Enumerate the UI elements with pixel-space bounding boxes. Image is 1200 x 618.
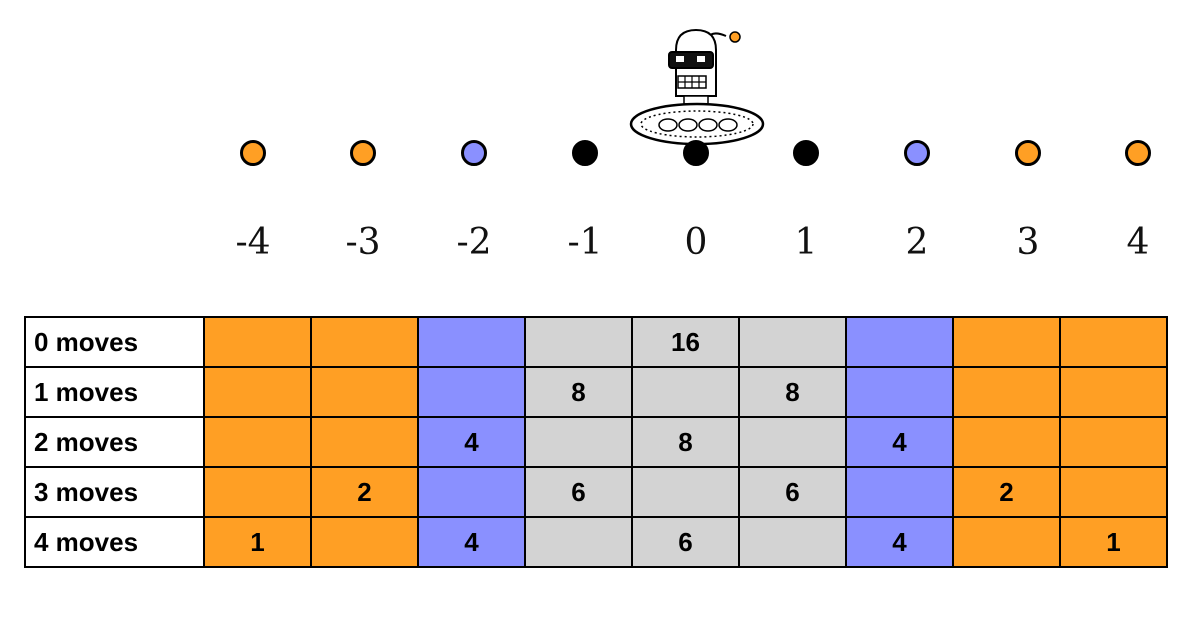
- count-cell: 1: [1059, 516, 1168, 568]
- position-label-2: 2: [905, 222, 929, 263]
- position-label-1: 1: [794, 222, 818, 263]
- count-cell: [1059, 366, 1168, 418]
- position-dot--3: [350, 140, 376, 166]
- count-cell: 8: [738, 366, 847, 418]
- count-cell: [310, 316, 419, 368]
- count-cell: [310, 516, 419, 568]
- count-cell: [631, 366, 740, 418]
- count-cell: [1059, 466, 1168, 518]
- position-dot-3: [1015, 140, 1041, 166]
- count-cell: 4: [845, 416, 954, 468]
- count-cell: [524, 416, 633, 468]
- table-row: 3 moves 2 6 6 2: [24, 466, 1168, 518]
- position-dot-4: [1125, 140, 1151, 166]
- count-cell: [310, 366, 419, 418]
- position-label--3: -3: [345, 222, 381, 263]
- row-label: 4 moves: [24, 516, 205, 568]
- position-label-3: 3: [1016, 222, 1040, 263]
- count-cell: 2: [310, 466, 419, 518]
- count-cell: [524, 516, 633, 568]
- row-label: 3 moves: [24, 466, 205, 518]
- count-cell: [738, 516, 847, 568]
- position-dot--2: [461, 140, 487, 166]
- count-cell: [952, 516, 1061, 568]
- count-cell: [1059, 416, 1168, 468]
- count-cell: 8: [524, 366, 633, 418]
- count-cell: 4: [417, 516, 526, 568]
- position-dot-1: [793, 140, 819, 166]
- position-label-4: 4: [1126, 222, 1150, 263]
- count-cell: [631, 466, 740, 518]
- count-cell: [738, 416, 847, 468]
- count-cell: 1: [203, 516, 312, 568]
- count-cell: 4: [845, 516, 954, 568]
- row-label: 2 moves: [24, 416, 205, 468]
- table-row: 0 moves 16: [24, 316, 1168, 368]
- count-cell: [417, 366, 526, 418]
- position-dot-0: [683, 140, 709, 166]
- count-cell: 2: [952, 466, 1061, 518]
- row-label: 0 moves: [24, 316, 205, 368]
- position-dot--1: [572, 140, 598, 166]
- position-dot--4: [240, 140, 266, 166]
- count-cell: [310, 416, 419, 468]
- position-dot-2: [904, 140, 930, 166]
- count-cell: [952, 316, 1061, 368]
- count-cell: [203, 416, 312, 468]
- count-cell: [203, 466, 312, 518]
- count-cell: [952, 416, 1061, 468]
- count-cell: 6: [738, 466, 847, 518]
- count-cell: 16: [631, 316, 740, 368]
- position-label--1: -1: [567, 222, 603, 263]
- count-cell: [524, 316, 633, 368]
- count-cell: [952, 366, 1061, 418]
- count-cell: [1059, 316, 1168, 368]
- count-cell: [845, 466, 954, 518]
- count-cell: [738, 316, 847, 368]
- row-label: 1 moves: [24, 366, 205, 418]
- table-row: 1 moves 8 8: [24, 366, 1168, 418]
- position-label-0: 0: [684, 222, 708, 263]
- count-cell: [417, 466, 526, 518]
- count-cell: [845, 316, 954, 368]
- count-cell: 6: [631, 516, 740, 568]
- position-label--4: -4: [235, 222, 271, 263]
- count-cell: [417, 316, 526, 368]
- count-cell: [203, 316, 312, 368]
- count-cell: 4: [417, 416, 526, 468]
- count-cell: [203, 366, 312, 418]
- count-cell: [845, 366, 954, 418]
- table-row: 2 moves 4 8 4: [24, 416, 1168, 468]
- count-cell: 6: [524, 466, 633, 518]
- count-cell: 8: [631, 416, 740, 468]
- position-label--2: -2: [456, 222, 492, 263]
